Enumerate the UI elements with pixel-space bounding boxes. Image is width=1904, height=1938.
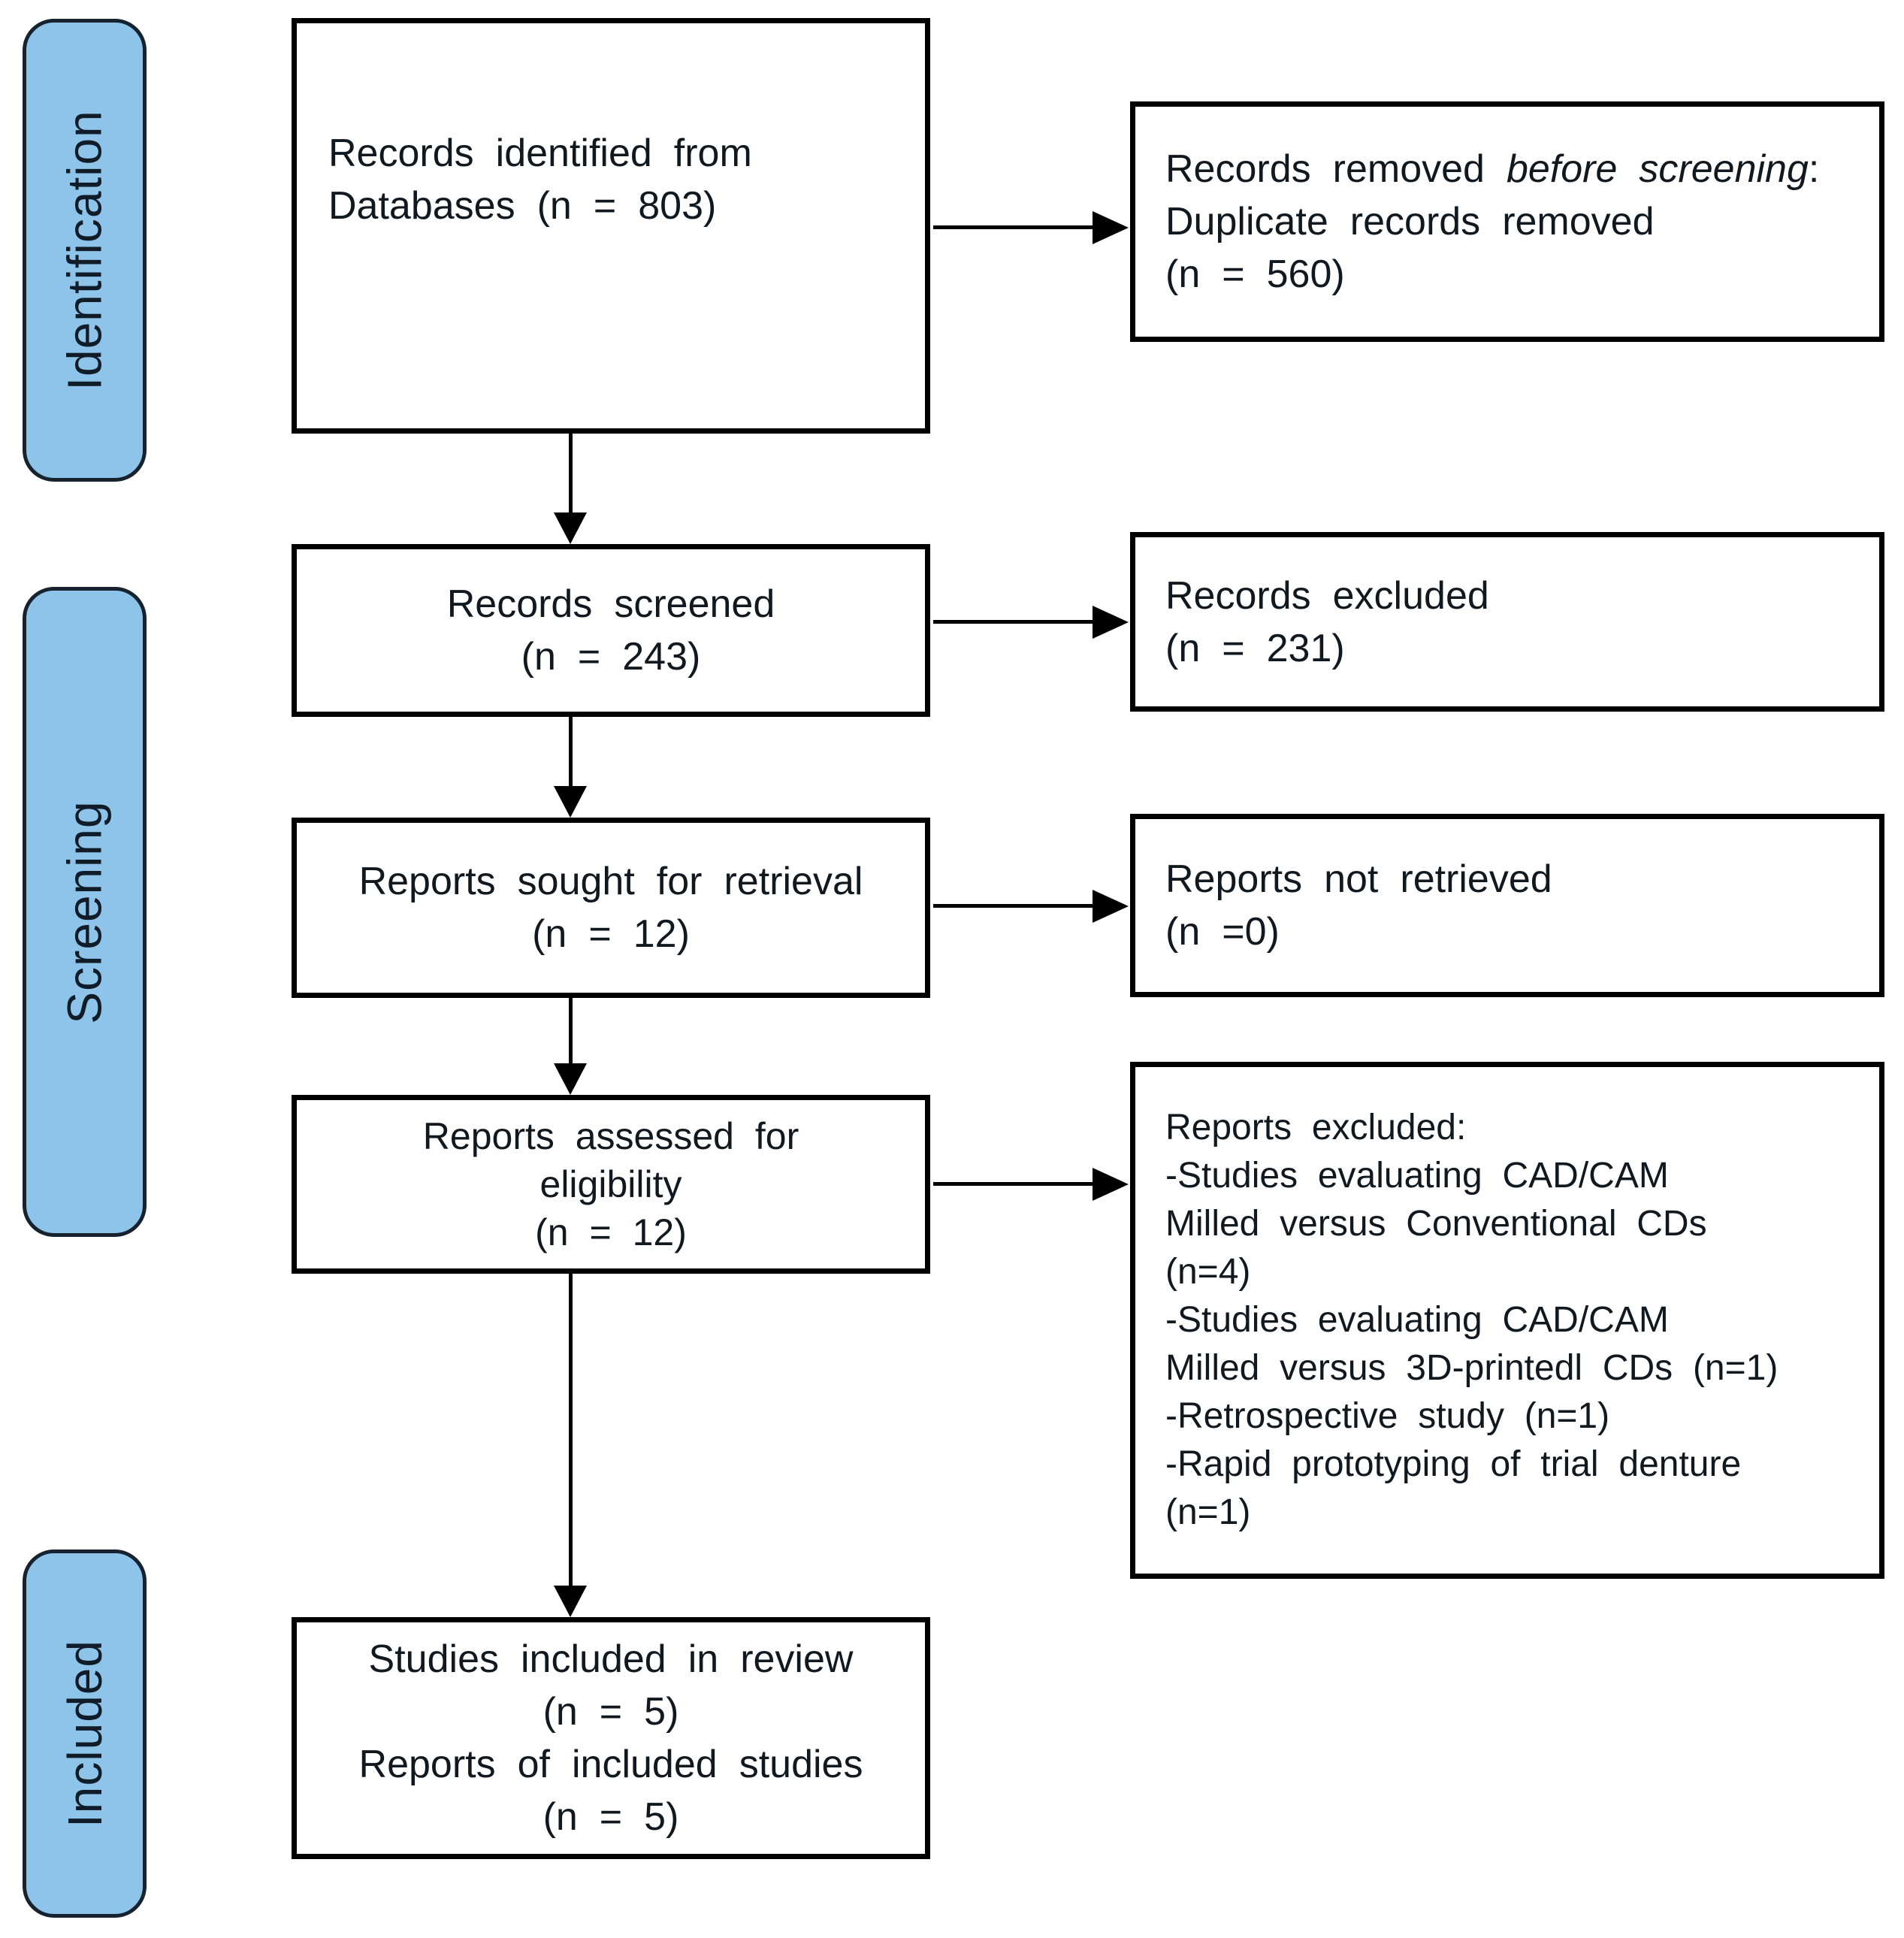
arrow-line-identified-to-removed (933, 225, 1093, 229)
box-reports-sought-line: Reports sought for retrieval (358, 860, 863, 903)
box-reports-not-retrieved: Reports not retrieved (n =0) (1130, 814, 1884, 997)
box-reports-sought: Reports sought for retrieval (n = 12) (292, 818, 930, 998)
box-studies-included-line: Reports of included studies (358, 1743, 863, 1786)
arrow-line-sought-to-not-retrieved (933, 904, 1093, 908)
box-records-screened: Records screened (n = 243) (292, 544, 930, 717)
box-reports-assessed: Reports assessed for eligibility (n = 12… (292, 1095, 930, 1274)
box-reports-excluded-line: -Rapid prototyping of trial denture (1165, 1444, 1742, 1484)
arrow-line-sought-to-assessed (569, 998, 573, 1063)
box-reports-excluded-line: -Studies evaluating CAD/CAM (1165, 1156, 1669, 1196)
box-records-removed-line: Duplicate records removed (1165, 200, 1655, 243)
box-records-excluded-line: Records excluded (1165, 573, 1489, 618)
box-reports-not-retrieved-line: Reports not retrieved (1165, 857, 1552, 901)
stage-identification: Identification (23, 19, 147, 482)
box-reports-excluded-line: (n=4) (1165, 1252, 1251, 1292)
box-records-screened-line: Records screened (446, 582, 775, 626)
arrow-down-icon (554, 1586, 587, 1617)
box-reports-excluded-line: Reports excluded: (1165, 1108, 1467, 1147)
arrow-right-icon (1093, 890, 1129, 923)
box-reports-excluded-line: Milled versus 3D-printedl CDs (n=1) (1165, 1348, 1779, 1388)
box-records-identified-line: Records identified from (328, 132, 752, 175)
stage-screening-label: Screening (57, 800, 112, 1024)
box-records-identified: Records identified from Databases (n = 8… (292, 18, 930, 434)
box-records-screened-line: (n = 243) (521, 635, 701, 679)
stage-screening: Screening (23, 587, 147, 1237)
box-reports-assessed-line: Reports assessed for (422, 1115, 799, 1157)
box-records-excluded-line: (n = 231) (1165, 626, 1345, 670)
box-reports-assessed-line: (n = 12) (535, 1211, 687, 1253)
box-records-removed-line: Records removed before screening: (1165, 143, 1819, 195)
stage-identification-label: Identification (57, 110, 112, 391)
arrow-right-icon (1093, 211, 1129, 244)
stage-included-label: Included (57, 1640, 112, 1828)
box-reports-not-retrieved-line: (n =0) (1165, 910, 1280, 954)
arrow-down-icon (554, 786, 587, 818)
box-reports-excluded-line: Milled versus Conventional CDs (1165, 1204, 1707, 1244)
box-records-removed: Records removed before screening: Duplic… (1130, 101, 1884, 342)
stage-included: Included (23, 1549, 147, 1918)
box-records-identified-line: Databases (n = 803) (328, 184, 717, 228)
arrow-right-icon (1093, 606, 1129, 639)
arrow-line-screened-to-excluded (933, 620, 1093, 624)
box-reports-assessed-line: eligibility (539, 1163, 682, 1205)
box-studies-included-line: (n = 5) (542, 1795, 679, 1839)
arrow-down-icon (554, 512, 587, 544)
records-removed-suffix-text: : (1808, 147, 1820, 191)
box-reports-excluded-line: -Studies evaluating CAD/CAM (1165, 1300, 1669, 1340)
box-reports-sought-line: (n = 12) (532, 912, 690, 956)
box-studies-included: Studies included in review (n = 5) Repor… (292, 1617, 930, 1859)
records-removed-normal-text: Records removed (1165, 147, 1507, 191)
records-removed-italic-text: before screening (1506, 147, 1809, 191)
box-records-excluded: Records excluded (n = 231) (1130, 532, 1884, 712)
arrow-down-icon (554, 1063, 587, 1095)
arrow-line-assessed-to-reports-excluded (933, 1182, 1093, 1186)
arrow-line-assessed-to-included (569, 1274, 573, 1586)
box-studies-included-line: (n = 5) (542, 1690, 679, 1734)
box-studies-included-line: Studies included in review (368, 1637, 854, 1681)
box-reports-excluded: Reports excluded: -Studies evaluating CA… (1130, 1062, 1884, 1579)
box-records-removed-line: (n = 560) (1165, 252, 1345, 296)
arrow-line-identified-to-screened (569, 434, 573, 512)
box-reports-excluded-line: (n=1) (1165, 1492, 1251, 1532)
arrow-right-icon (1093, 1168, 1129, 1201)
box-reports-excluded-line: -Retrospective study (n=1) (1165, 1396, 1610, 1436)
arrow-line-screened-to-sought (569, 717, 573, 786)
